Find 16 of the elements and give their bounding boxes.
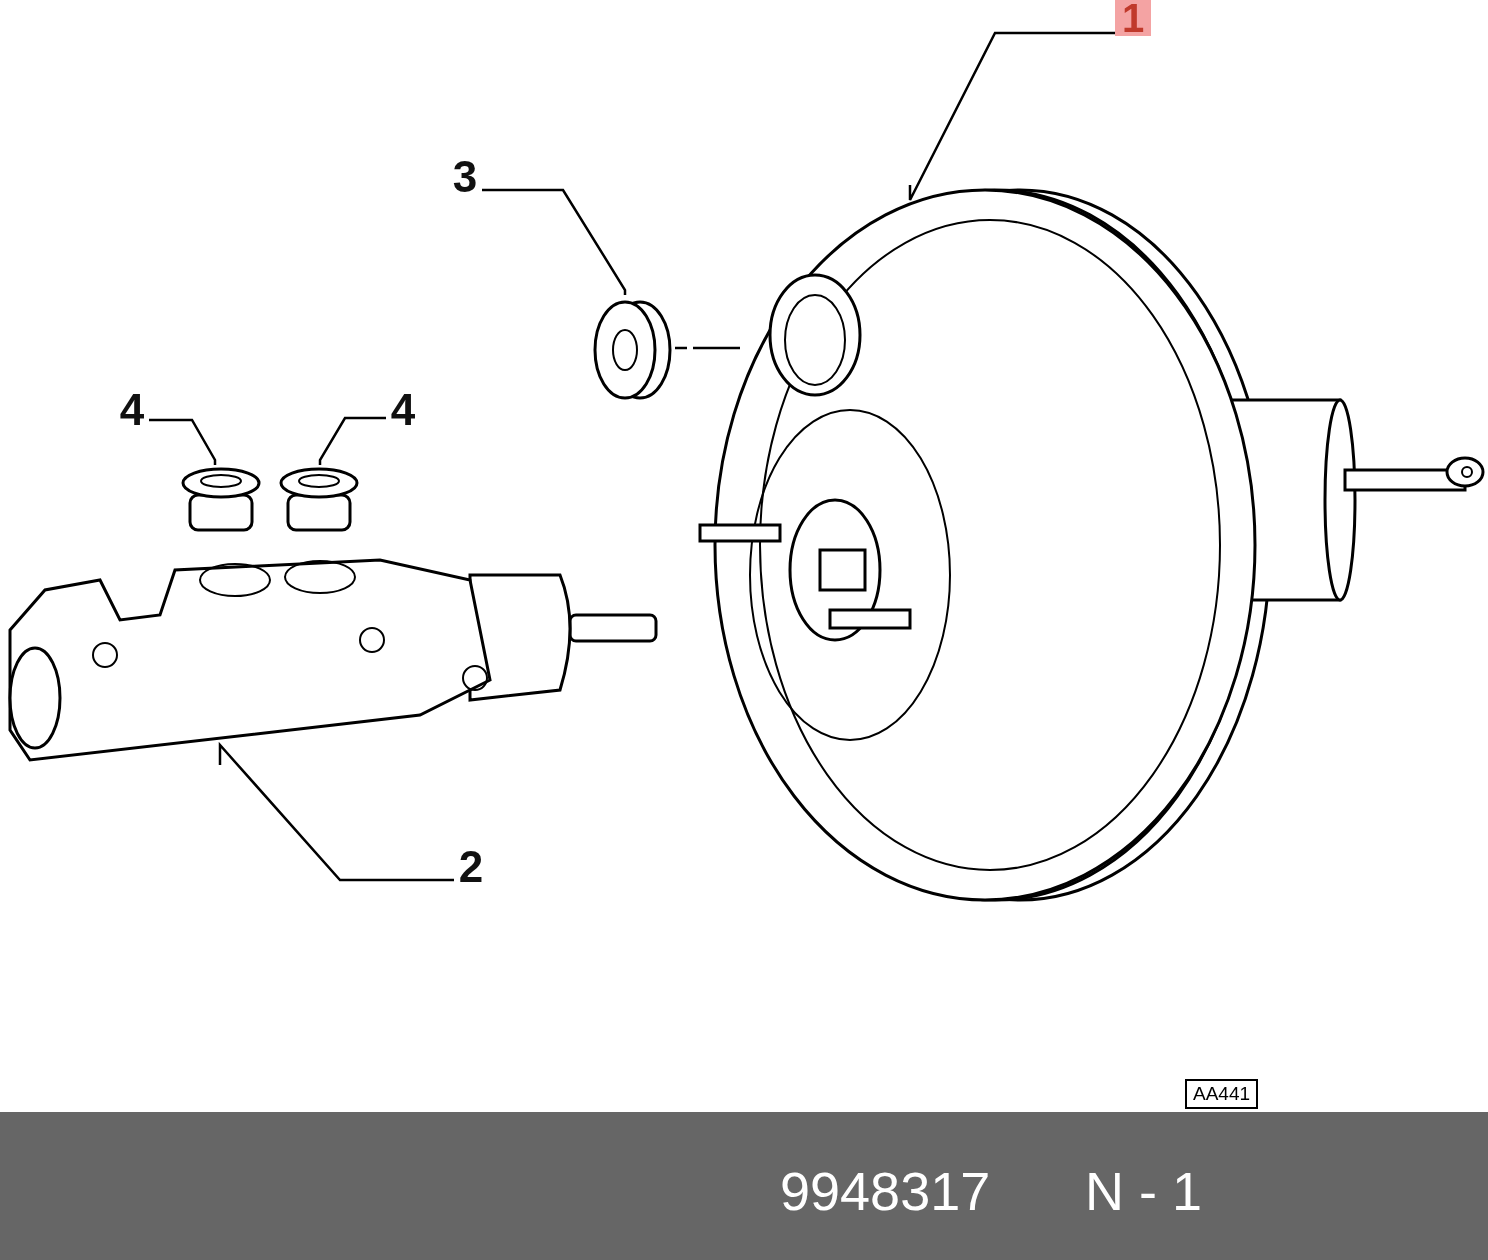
leader-line bbox=[149, 418, 217, 465]
leader-line bbox=[908, 31, 1115, 202]
leader-line bbox=[218, 741, 454, 882]
callout-number: 3 bbox=[448, 155, 482, 199]
callout-number: 2 bbox=[454, 845, 488, 889]
part-number: 9948317 bbox=[780, 1160, 991, 1222]
alignment-line bbox=[675, 346, 742, 350]
page-number: N - 1 bbox=[1085, 1160, 1203, 1222]
callout-number: 4 bbox=[386, 388, 420, 432]
callout-number: 1 bbox=[1115, 0, 1151, 36]
leader-line bbox=[318, 416, 386, 465]
seal-drawing bbox=[278, 465, 360, 535]
drawing-code: AA441 bbox=[1185, 1079, 1259, 1109]
callout-number: 4 bbox=[115, 388, 149, 432]
seal-drawing bbox=[180, 465, 262, 535]
leader-line bbox=[482, 188, 627, 295]
